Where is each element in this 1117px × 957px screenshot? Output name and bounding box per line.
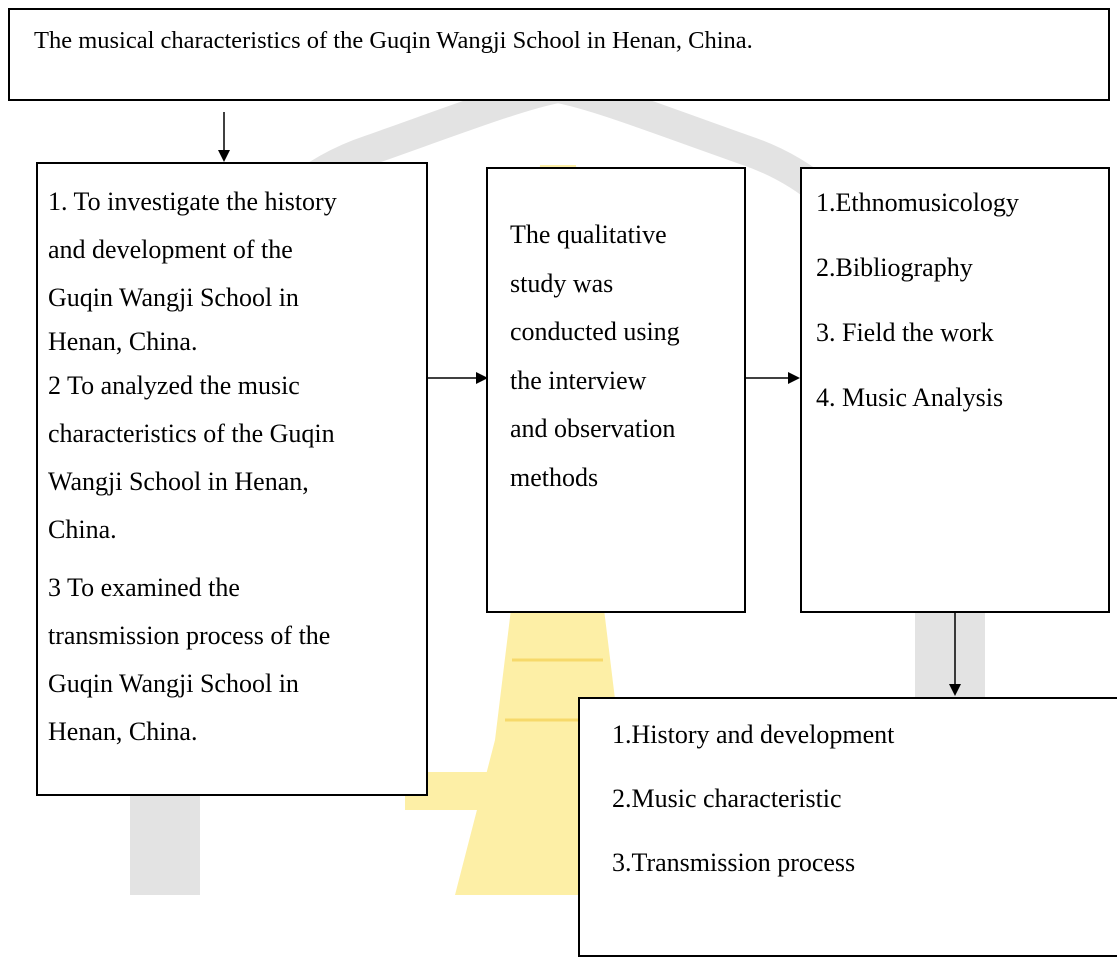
tool-item: 1.Ethnomusicology bbox=[816, 188, 1019, 217]
objectives-box: 1. To investigate the history and develo… bbox=[36, 162, 428, 796]
result-item: 3.Transmission process bbox=[612, 848, 856, 877]
objective-line: and development of the bbox=[48, 235, 293, 264]
method-line: conducted using bbox=[510, 317, 680, 346]
objective-line: Henan, China. bbox=[48, 327, 198, 356]
method-line: The qualitative bbox=[510, 220, 667, 249]
objective-line: 2 To analyzed the music bbox=[48, 371, 300, 400]
tools-box: 1.Ethnomusicology 2.Bibliography 3. Fiel… bbox=[800, 167, 1110, 613]
objective-line: Guqin Wangji School in bbox=[48, 283, 299, 312]
method-line: and observation bbox=[510, 414, 676, 443]
objective-line: 3 To examined the bbox=[48, 573, 240, 602]
method-box: The qualitative study was conducted usin… bbox=[486, 167, 746, 613]
objective-line: 1. To investigate the history bbox=[48, 187, 337, 216]
objective-line: Henan, China. bbox=[48, 717, 198, 746]
result-item: 2.Music characteristic bbox=[612, 784, 842, 813]
objective-line: Wangji School in Henan, bbox=[48, 467, 309, 496]
method-line: the interview bbox=[510, 365, 647, 395]
title-box: The musical characteristics of the Guqin… bbox=[8, 8, 1110, 101]
tool-item: 2.Bibliography bbox=[816, 253, 973, 282]
results-box: 1.History and development 2.Music charac… bbox=[578, 697, 1117, 957]
objective-line: transmission process of the bbox=[48, 621, 331, 650]
objective-line: China. bbox=[48, 515, 117, 544]
tool-item: 4. Music Analysis bbox=[816, 383, 1004, 412]
method-line: methods bbox=[510, 462, 599, 492]
objective-line: Guqin Wangji School in bbox=[48, 669, 299, 698]
objective-line: characteristics of the Guqin bbox=[48, 419, 335, 448]
result-item: 1.History and development bbox=[612, 720, 895, 749]
title-text: The musical characteristics of the Guqin… bbox=[34, 27, 753, 54]
tool-item: 3. Field the work bbox=[816, 318, 994, 347]
method-line: study was bbox=[510, 268, 614, 298]
